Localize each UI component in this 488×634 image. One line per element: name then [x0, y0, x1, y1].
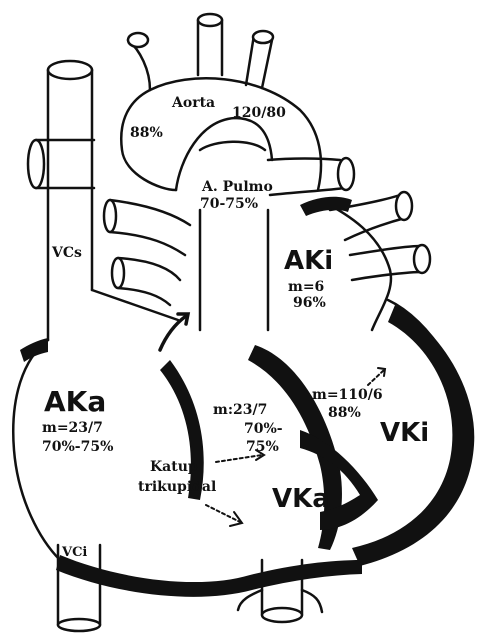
aorta-pressure: 120/80: [232, 106, 286, 120]
superior-vena-cava: [48, 61, 92, 340]
vci-label: VCi: [62, 546, 87, 559]
right-pulmonary-vessels: [28, 140, 190, 305]
valve-label-1: Katup: [150, 460, 198, 474]
aorta-saturation: 88%: [130, 126, 163, 140]
vki-pressure: m=110/6: [312, 388, 383, 402]
aorta-label: Aorta: [172, 96, 215, 110]
vka-saturation-1: 70%-: [244, 422, 283, 436]
pulmonary-trunk: [200, 142, 354, 330]
vka-label: VKa: [272, 486, 330, 512]
pulmo-label: A. Pulmo: [202, 180, 273, 194]
vki-label: VKi: [380, 420, 429, 446]
vcs-label: VCs: [52, 246, 82, 260]
katup-arrow-upper: [216, 455, 262, 462]
heart-base-band: [56, 555, 362, 597]
aka-label: AKa: [44, 388, 106, 416]
mitral-arrow: [368, 370, 384, 385]
flow-arrow: [160, 316, 186, 350]
aortic-arch: [121, 14, 321, 190]
vka-pressure: m:23/7: [213, 403, 267, 417]
aki-label: AKi: [284, 248, 333, 274]
aki-mean: m=6: [288, 280, 324, 294]
aka-saturation: 70%-75%: [42, 440, 113, 454]
valve-label-2: trikupidal: [138, 480, 216, 494]
vki-saturation: 88%: [328, 406, 361, 420]
aki-saturation: 96%: [293, 296, 326, 310]
atrial-wall-band: [20, 338, 48, 362]
vka-saturation-2: 75%: [246, 440, 279, 454]
aka-pressure: m=23/7: [42, 421, 103, 435]
pulmo-saturation: 70-75%: [200, 197, 258, 211]
